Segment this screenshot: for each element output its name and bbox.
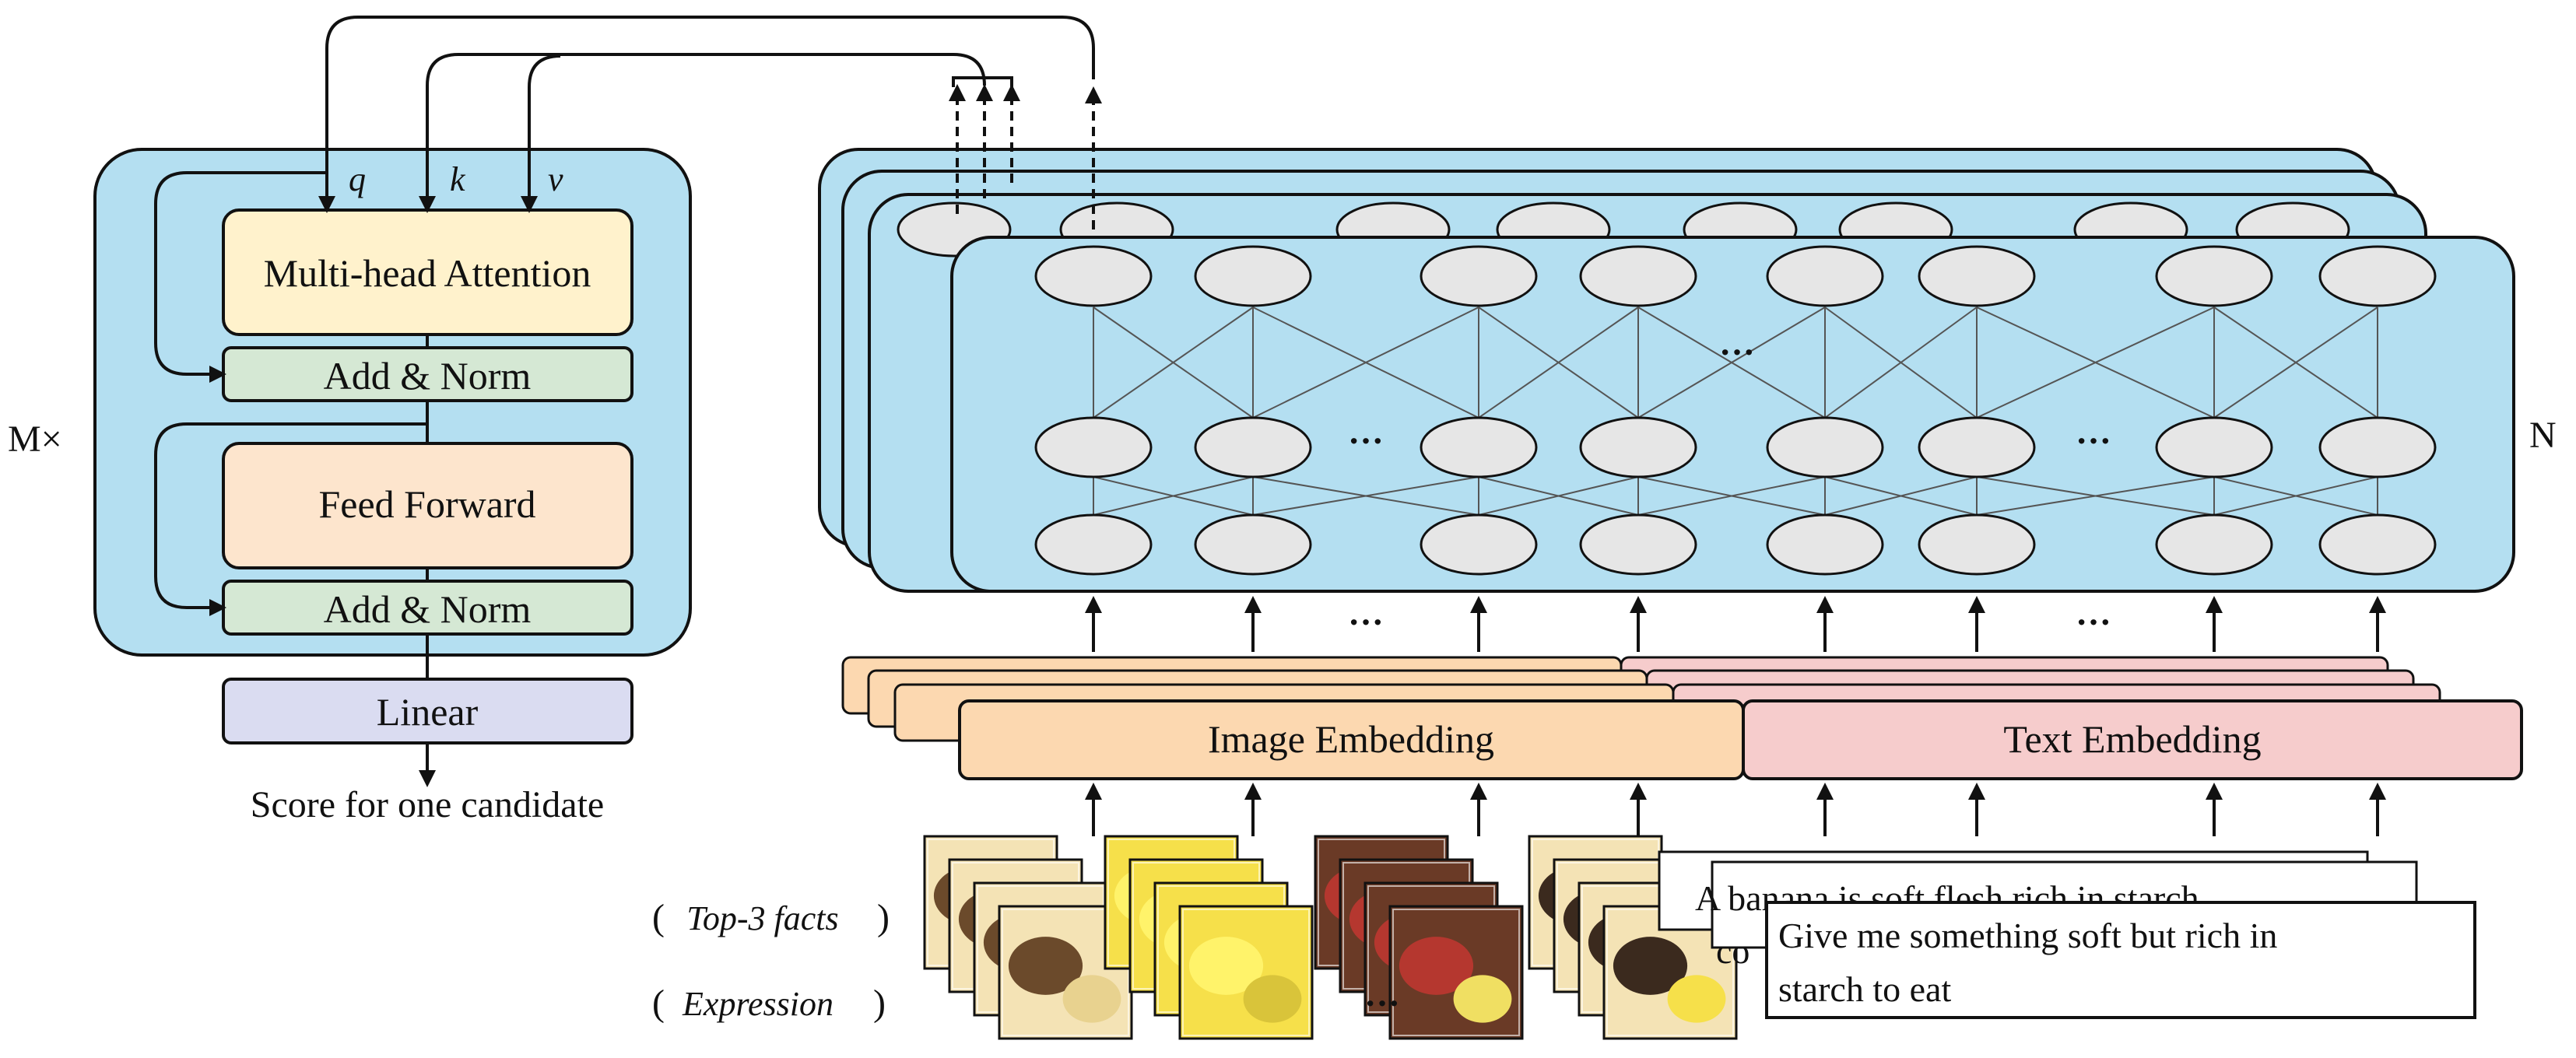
text-embedding-label: Text Embedding <box>2003 717 2261 761</box>
network-ellipsis-right: ··· <box>2076 421 2111 461</box>
facts-paren-open: ( <box>652 897 665 938</box>
thumbnail-ellipsis: ··· <box>1364 983 1400 1023</box>
expression-paren-close: ) <box>873 983 886 1024</box>
feed-forward-label: Feed Forward <box>318 482 535 526</box>
network-node <box>1194 245 1312 307</box>
key-label: k <box>450 160 466 198</box>
score-output-label: Score for one candidate <box>251 784 604 825</box>
query-label: q <box>349 160 366 198</box>
node-connection <box>1824 476 1978 516</box>
network-node <box>1420 245 1538 307</box>
m-repeat-label: M× <box>8 419 62 460</box>
network-node <box>1420 416 1538 478</box>
network-node <box>1766 416 1884 478</box>
text-inputs: A banana is soft flesh rich in starch co… <box>1658 850 2476 1019</box>
expression-text-line-1: Give me something soft but rich in <box>1778 916 2277 955</box>
node-connection <box>1637 307 1826 419</box>
network-node <box>1579 513 1697 576</box>
add-norm-label-1: Add & Norm <box>324 354 532 398</box>
network-node <box>1194 416 1312 478</box>
image-thumbnail <box>1388 905 1524 1040</box>
layer-output-dashed-arrows <box>949 84 1102 229</box>
image-embedding-label: Image Embedding <box>1208 717 1494 761</box>
linear-label: Linear <box>377 690 479 734</box>
network-node <box>1766 245 1884 307</box>
multi-head-attention-label: Multi-head Attention <box>264 251 591 295</box>
network-layer-front <box>950 236 2515 593</box>
embedding-arrow-ellipsis: ··· <box>1348 602 1384 642</box>
expression-text-line-2: starch to eat <box>1778 969 1951 1009</box>
facts-paren-close: ) <box>877 897 890 938</box>
node-connection <box>1478 476 1639 516</box>
network-node <box>1194 513 1312 576</box>
node-connection <box>1637 476 1826 516</box>
n-repeat-label: N <box>2529 415 2557 456</box>
node-connections <box>1093 307 2378 516</box>
network-nodes <box>1034 245 2437 576</box>
qkv-input-arrows <box>318 16 1095 213</box>
expression-label: Expression <box>682 985 834 1023</box>
expression-paren-open: ( <box>652 983 665 1024</box>
node-connection <box>2213 307 2378 419</box>
network-node <box>1918 513 2036 576</box>
right-network-stack: ··· ··· ··· N <box>818 84 2557 593</box>
node-connection <box>1824 307 1978 419</box>
network-node <box>1579 245 1697 307</box>
network-node <box>2318 513 2437 576</box>
left-module-connectors <box>154 171 436 787</box>
node-connection <box>1093 307 1254 419</box>
network-node <box>1034 245 1153 307</box>
facts-label: Top-3 facts <box>686 899 838 937</box>
network-node <box>1420 513 1538 576</box>
network-ellipsis-top: ··· <box>1719 332 1755 372</box>
image-thumbnail <box>1178 905 1314 1040</box>
network-node <box>2318 416 2437 478</box>
embedding-stack: Image Embedding Text Embedding <box>841 656 2523 780</box>
network-node <box>2155 416 2273 478</box>
network-node <box>1579 416 1697 478</box>
node-connection <box>1252 307 1479 419</box>
node-connection <box>1252 476 1479 516</box>
node-connection <box>1093 476 1254 516</box>
network-node <box>2318 245 2437 307</box>
value-label: v <box>548 160 563 198</box>
network-node <box>2155 513 2273 576</box>
embedding-arrow-ellipsis-right: ··· <box>2076 602 2111 642</box>
embedding-to-network-arrows <box>1085 596 2386 652</box>
network-node <box>1918 245 2036 307</box>
node-connection <box>1976 476 2215 516</box>
network-node <box>1766 513 1884 576</box>
network-node <box>1034 416 1153 478</box>
left-transformer-module: M× q k v Multi-head Attention Add & Norm… <box>8 16 1095 825</box>
expression-text-box <box>1765 901 2476 1019</box>
fact-text-partial: co <box>1716 931 1750 971</box>
network-node <box>2155 245 2273 307</box>
input-to-embedding-arrows <box>1085 783 2386 836</box>
add-norm-label-2: Add & Norm <box>324 587 532 631</box>
network-ellipsis-left: ··· <box>1348 421 1384 461</box>
network-node <box>1918 416 2036 478</box>
node-connection <box>1976 307 2215 419</box>
text-embedding-block <box>1742 699 2523 780</box>
network-node <box>1034 513 1153 576</box>
node-connection <box>2213 476 2378 516</box>
candidate-image-thumbnails <box>923 835 1738 1040</box>
node-connection <box>1478 307 1639 419</box>
